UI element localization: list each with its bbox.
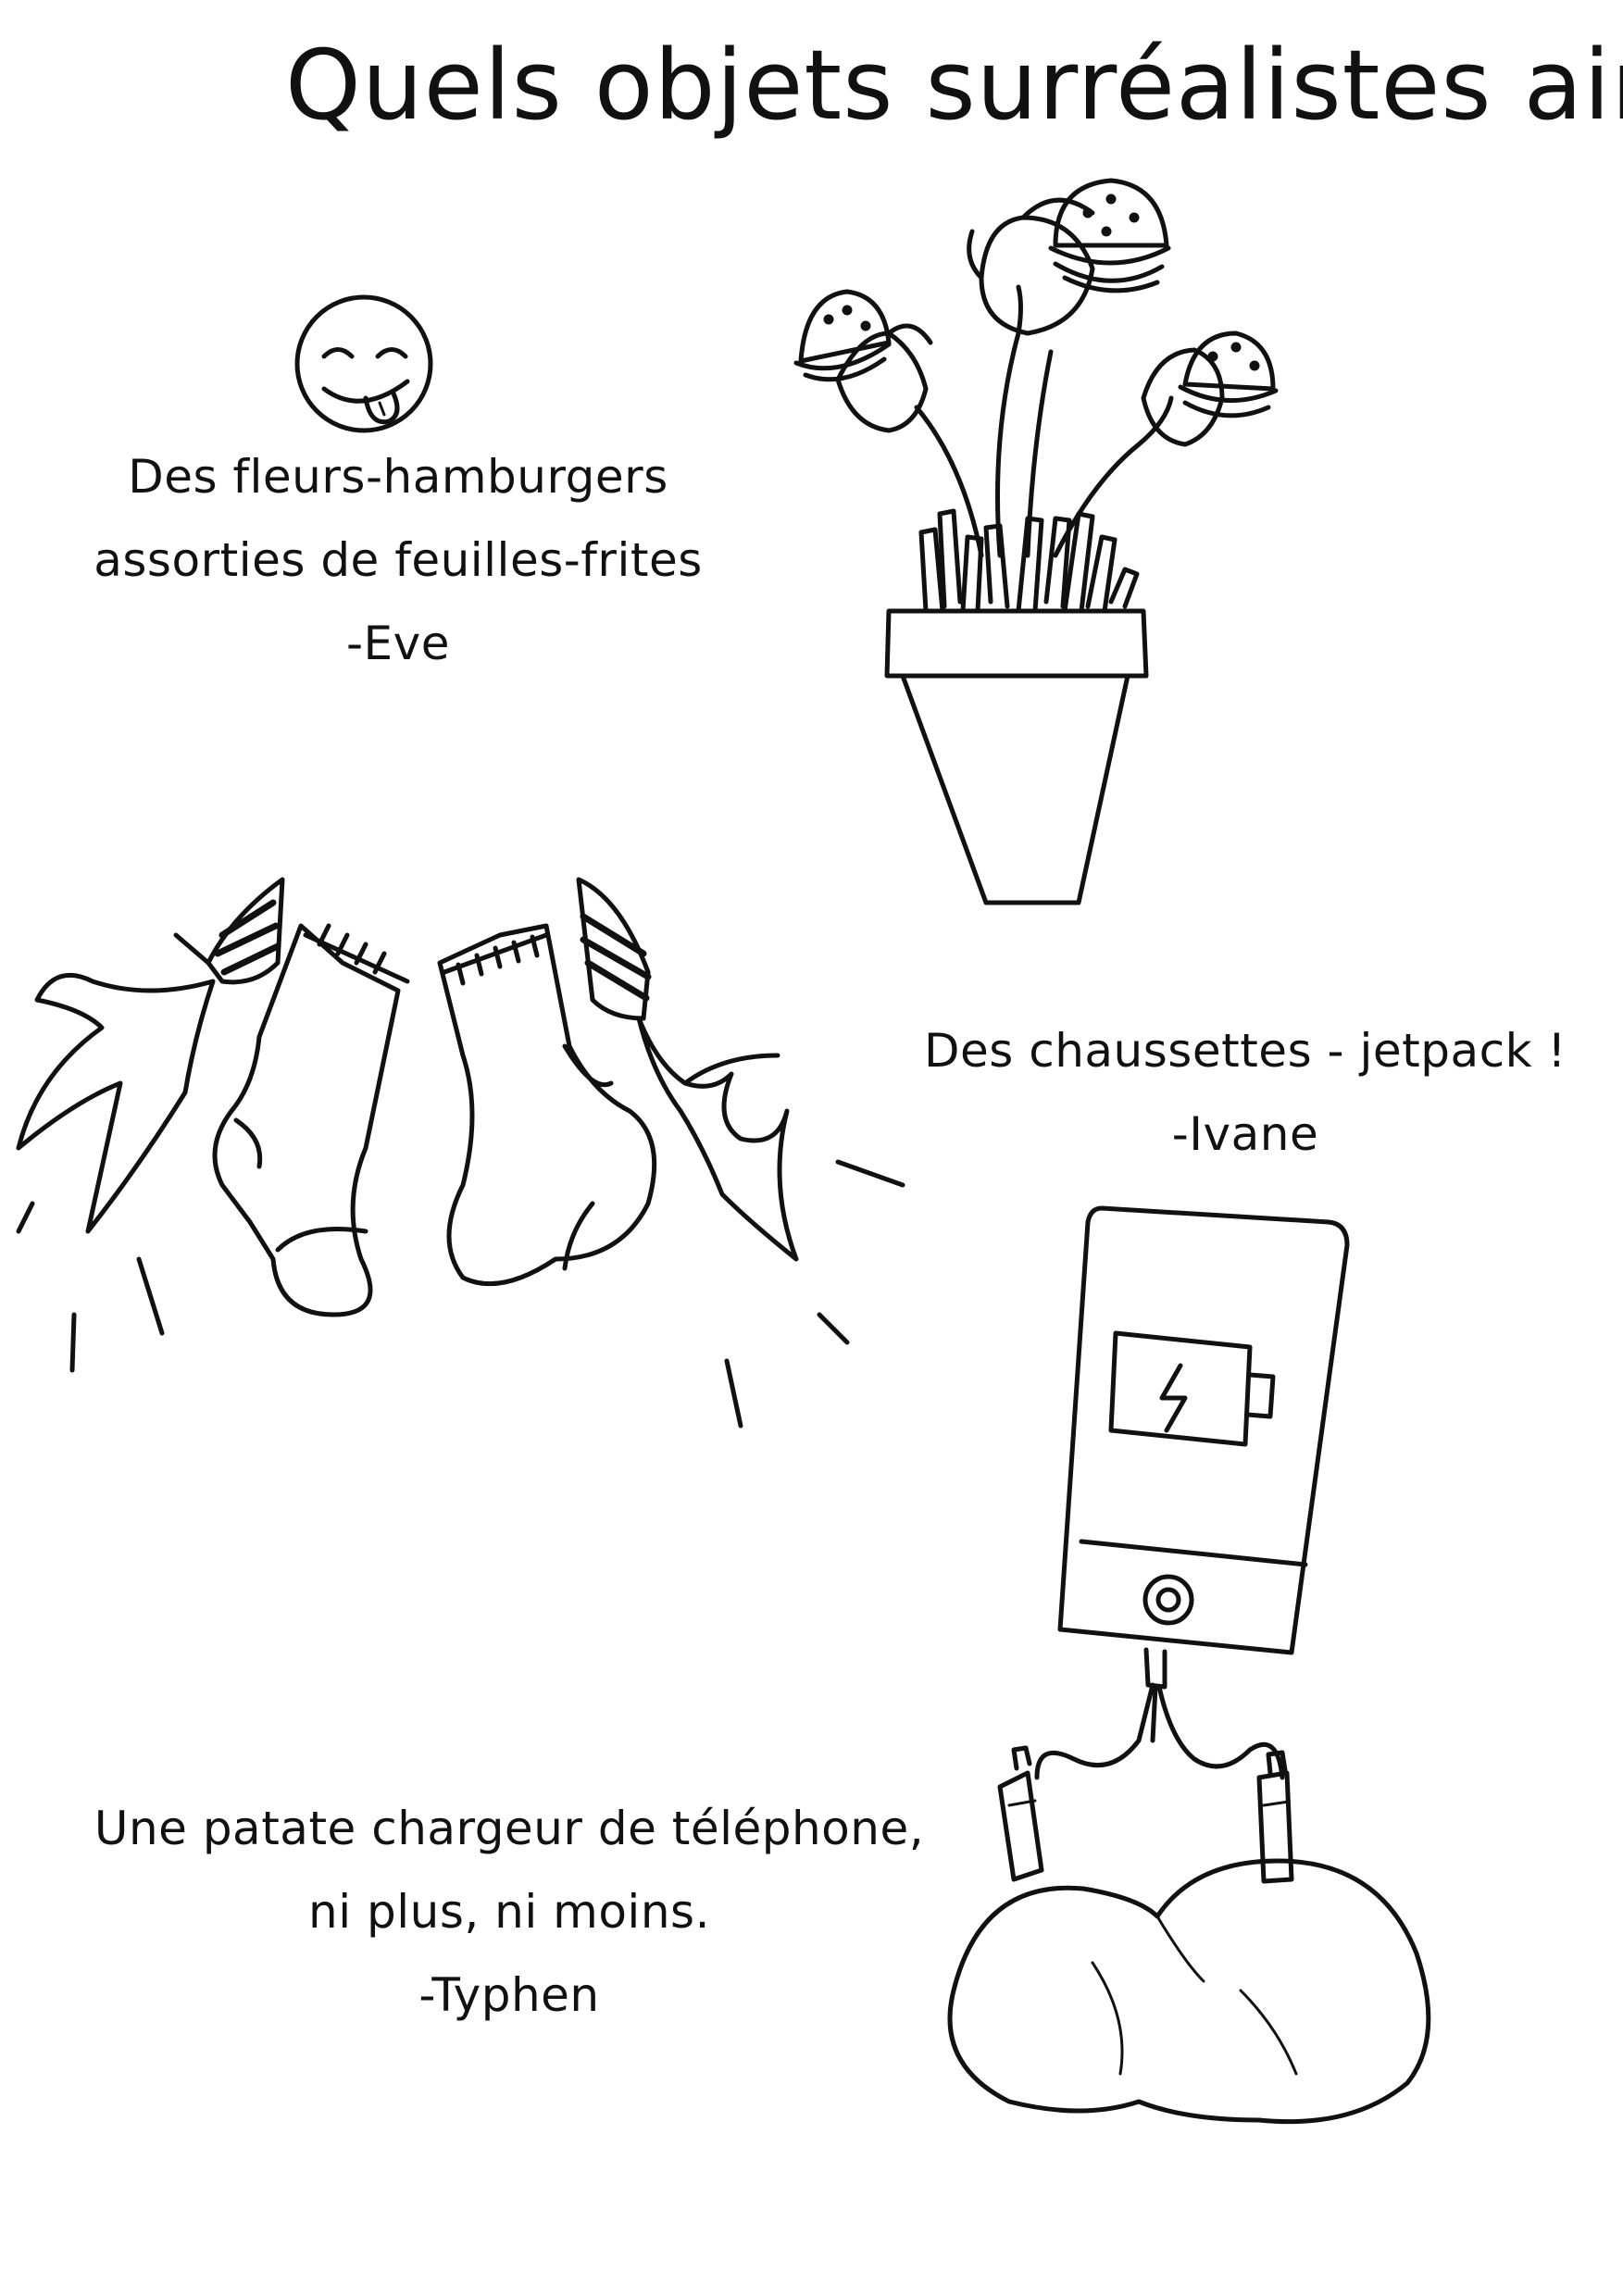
caption-author: -Ivane bbox=[1171, 1107, 1319, 1161]
caption-line: Des fleurs-hamburgers bbox=[128, 450, 668, 504]
caption-author: -Eve bbox=[346, 617, 450, 670]
phone-battery-icon bbox=[1108, 1330, 1276, 1447]
page-title: Quels objets surréalistes aimerie bbox=[285, 29, 1623, 142]
caption-line: Une patate chargeur de téléphone, bbox=[94, 1802, 925, 1855]
phone-drawing bbox=[1034, 1205, 1350, 1780]
jetpack-socks-drawing bbox=[16, 877, 905, 1429]
smiley-tongue-icon bbox=[294, 294, 433, 433]
caption-ivane: Des chaussettes - jetpack ! -Ivane bbox=[893, 1009, 1597, 1176]
potato-charger-drawing bbox=[947, 1745, 1431, 2125]
caption-line: assorties de feuilles-frites bbox=[94, 533, 703, 587]
caption-author: -Typhen bbox=[418, 1968, 600, 2022]
caption-line: Des chaussettes - jetpack ! bbox=[924, 1024, 1567, 1078]
caption-eve: Des fleurs-hamburgers assorties de feuil… bbox=[74, 435, 722, 685]
hamburger-flower-pot-drawing bbox=[793, 178, 1279, 905]
caption-line: ni plus, ni moins. bbox=[308, 1885, 710, 1939]
caption-typhen: Une patate chargeur de téléphone, ni plu… bbox=[83, 1787, 935, 2037]
